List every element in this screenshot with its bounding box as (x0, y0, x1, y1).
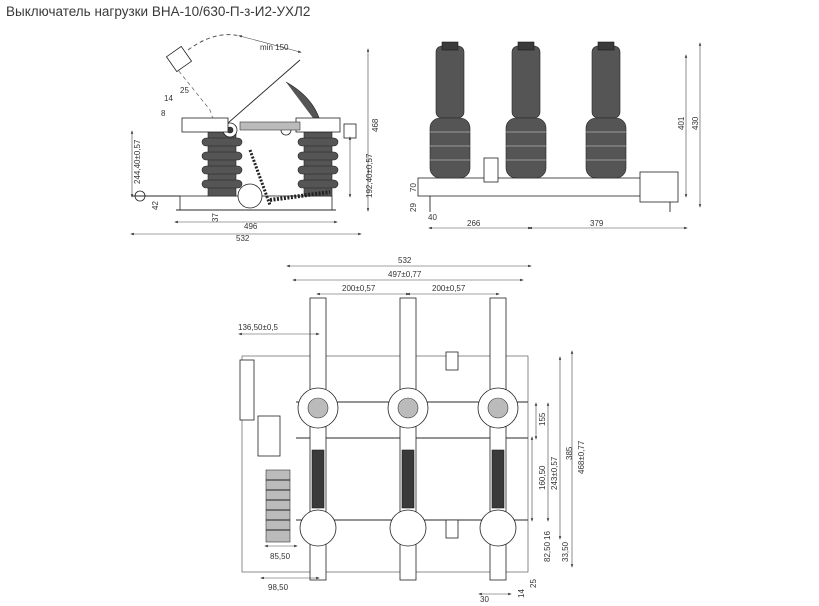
front-pole-3 (585, 41, 627, 179)
front-dim-40: 40 (428, 213, 437, 222)
top-dim-160: 160,50 (538, 465, 547, 490)
side-dim-496: 496 (244, 222, 258, 231)
side-insulator-right (297, 131, 339, 197)
top-dim-243: 243±0,57 (550, 456, 559, 490)
front-dim-70: 70 (409, 183, 418, 192)
side-view: min 150 25 14 8 468 244,40±0,57 192,40±0… (130, 34, 380, 243)
front-pole-2 (505, 41, 547, 179)
side-dim-37: 37 (211, 213, 220, 222)
top-dim-30: 30 (480, 595, 489, 604)
top-pole-1 (297, 297, 339, 581)
side-dim-244: 244,40±0,57 (133, 139, 142, 184)
front-dim-379: 379 (590, 219, 604, 228)
side-dim-468: 468 (371, 118, 380, 132)
side-dim-8: 8 (161, 109, 166, 118)
top-dim-82: 82,50 (543, 541, 552, 562)
top-dim-33: 33,50 (561, 541, 570, 562)
front-base-beam (417, 177, 677, 197)
front-pole-1 (429, 41, 471, 179)
side-insulator-left (201, 131, 243, 197)
side-dim-min150: min 150 (260, 43, 289, 52)
top-dim-200a: 200±0,57 (342, 284, 376, 293)
top-dim-497: 497±0,77 (388, 270, 422, 279)
top-frame (241, 355, 529, 573)
side-dim-192: 192,40±0,57 (365, 153, 374, 198)
front-view: 401 430 70 29 40 266 379 (409, 41, 702, 230)
top-pole-2 (387, 297, 429, 581)
top-dim-155: 155 (538, 412, 547, 426)
top-dim-385: 385 (565, 446, 574, 460)
top-dim-468: 468±0,77 (577, 440, 586, 474)
top-view: 532 497±0,77 200±0,57 200±0,57 136,50±0,… (238, 256, 586, 604)
side-dim-42: 42 (151, 201, 160, 210)
top-dim-25: 25 (529, 579, 538, 588)
front-dim-401: 401 (677, 116, 686, 130)
top-pole-3 (477, 297, 519, 581)
side-dim-532: 532 (236, 234, 250, 243)
top-dim-85: 85,50 (270, 552, 291, 561)
side-dim-14: 14 (164, 94, 173, 103)
top-dim-136: 136,50±0,5 (238, 323, 279, 332)
top-dim-200b: 200±0,57 (432, 284, 466, 293)
top-dim-532: 532 (398, 256, 412, 265)
page-title: Выключатель нагрузки ВНА-10/630-П-з-И2-У… (6, 4, 311, 19)
front-dim-29: 29 (409, 203, 418, 212)
front-dim-430: 430 (691, 116, 700, 130)
front-dim-266: 266 (467, 219, 481, 228)
drive-spring (265, 469, 291, 543)
top-dim-16: 16 (543, 531, 552, 540)
top-dim-98: 98,50 (268, 583, 289, 592)
top-dim-14: 14 (517, 589, 526, 598)
side-dim-25: 25 (180, 86, 189, 95)
